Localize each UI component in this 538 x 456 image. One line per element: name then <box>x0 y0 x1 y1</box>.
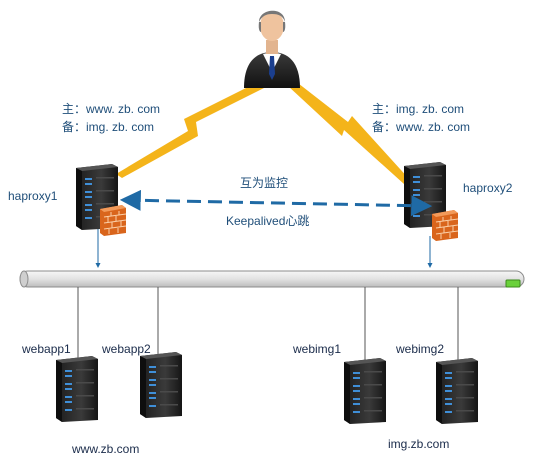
webimg2-label: webimg2 <box>396 342 445 356</box>
right-route-primary: 主：img. zb. com <box>372 102 465 116</box>
mutual-monitor-label: 互为监控 <box>240 176 289 190</box>
img-domain-label: img.zb.com <box>388 437 450 451</box>
www-domain-label: www.zb.com <box>72 442 140 456</box>
lightning-right <box>288 80 410 184</box>
network-bus <box>19 270 525 288</box>
left-route-primary: 主：www. zb. com <box>62 102 161 116</box>
webimg2-server-icon <box>436 358 478 424</box>
webapp2-label: webapp2 <box>102 342 151 356</box>
webimg1-label: webimg1 <box>293 342 342 356</box>
haproxy2-label: haproxy2 <box>463 181 513 195</box>
heartbeat-label: Keepalived心跳 <box>226 214 310 228</box>
lightning-left <box>116 82 264 178</box>
haproxy2-firewall-icon <box>431 209 459 242</box>
webapp1-label: webapp1 <box>22 342 71 356</box>
haproxy1-label: haproxy1 <box>8 189 58 203</box>
webapp1-server-icon <box>56 356 98 422</box>
haproxy1-firewall-icon <box>99 204 127 237</box>
heartbeat-link <box>119 189 433 217</box>
left-route-backup: 备：img. zb. com <box>62 120 155 134</box>
webapp2-server-icon <box>140 352 182 418</box>
right-route-backup: 备：www. zb. com <box>372 120 471 134</box>
businessman-icon <box>244 10 300 88</box>
webimg1-server-icon <box>344 358 386 424</box>
